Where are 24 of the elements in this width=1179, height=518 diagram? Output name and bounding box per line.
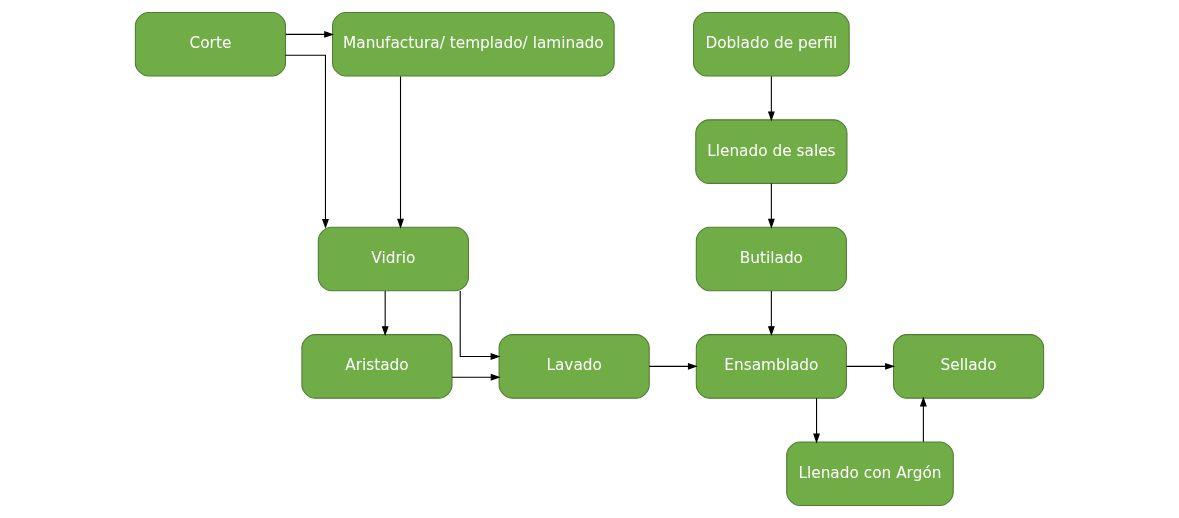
arrow	[381, 290, 389, 337]
arrow	[459, 290, 501, 360]
node-box: Lavado	[498, 334, 650, 399]
node-box: Vidrio	[317, 226, 469, 292]
arrow	[648, 362, 698, 370]
arrow	[397, 75, 404, 229]
node-box: Llenado con Argón	[786, 441, 954, 507]
arrow	[285, 30, 335, 38]
arrow	[845, 362, 895, 370]
arrow	[813, 397, 820, 444]
arrow	[767, 75, 775, 122]
arrow	[919, 396, 927, 443]
node-box: Corte	[134, 11, 287, 77]
arrow	[451, 373, 501, 381]
node-box: Llenado de sales	[695, 119, 848, 184]
node-box: Ensamblado	[695, 334, 847, 399]
arrow	[767, 183, 775, 229]
node-box: Manufactura/ templado/ laminado	[332, 11, 615, 77]
node-box: Doblado de perfil	[693, 11, 850, 77]
node-box: Butilado	[695, 226, 847, 292]
node-box: Aristado	[301, 334, 453, 399]
arrow	[285, 54, 329, 229]
arrow	[767, 290, 775, 337]
node-box: Sellado	[892, 334, 1045, 399]
